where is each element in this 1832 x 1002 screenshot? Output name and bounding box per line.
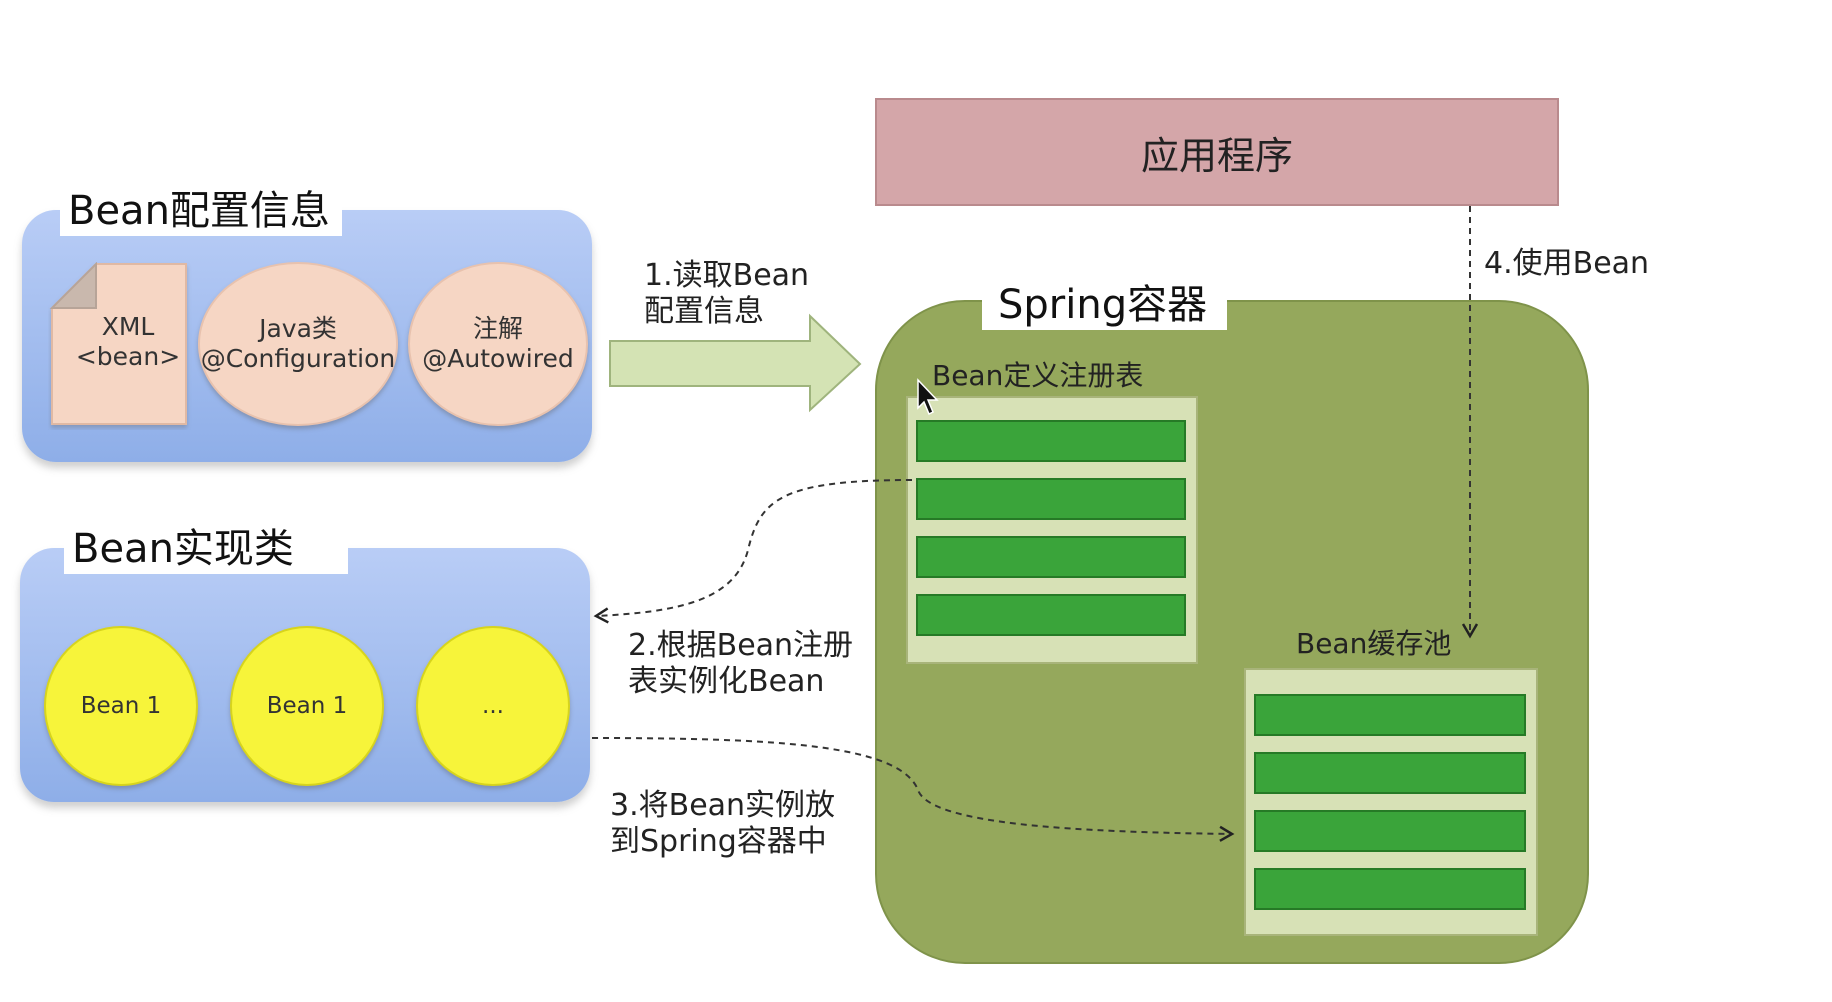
- bean-circle-more: ...: [416, 626, 570, 786]
- bean-definition-registry: [906, 396, 1198, 664]
- read-config-arrow: [609, 313, 862, 413]
- autowired-annotation: @Autowired: [422, 344, 574, 373]
- step1-line2: 配置信息: [644, 294, 764, 329]
- bean-config-panel-title: Bean配置信息: [60, 186, 342, 236]
- java-config-ellipse: Java类 @Configuration: [198, 262, 398, 426]
- step3-line2: 到Spring容器中: [610, 824, 827, 859]
- store-bean-arrow: [591, 737, 1235, 842]
- configuration-annotation: @Configuration: [200, 344, 396, 373]
- instantiate-arrow: [593, 479, 913, 624]
- spring-container-title: Spring容器: [982, 280, 1227, 330]
- annotation-ellipse: 注解 @Autowired: [408, 262, 588, 426]
- step3-line1: 3.将Bean实例放: [610, 788, 836, 823]
- xml-document-icon: [49, 262, 187, 425]
- step2-label: 2.根据Bean注册 表实例化Bean: [628, 628, 853, 700]
- bean-circle-more-label: ...: [482, 693, 504, 719]
- step4-label: 4.使用Bean: [1484, 246, 1650, 281]
- xml-document-text: XML <bean>: [68, 312, 188, 372]
- xml-bean-tag: <bean>: [75, 342, 181, 371]
- registry-entry: [916, 536, 1186, 578]
- cache-entry: [1254, 694, 1526, 736]
- annotation-label: 注解: [472, 314, 523, 343]
- step1-line1: 1.读取Bean: [644, 258, 810, 293]
- xml-label: XML: [101, 312, 155, 341]
- application-label: 应用程序: [1140, 133, 1293, 178]
- step3-label: 3.将Bean实例放 到Spring容器中: [610, 788, 835, 860]
- bean-cache-pool: [1244, 668, 1538, 936]
- mouse-cursor-icon: [917, 378, 939, 416]
- registry-entry: [916, 594, 1186, 636]
- bean-circle-2-label: Bean 1: [266, 693, 348, 719]
- bean-registry-title: Bean定义注册表: [932, 359, 1144, 392]
- cache-entry: [1254, 810, 1526, 852]
- cache-entry: [1254, 868, 1526, 910]
- bean-cache-title: Bean缓存池: [1296, 627, 1452, 660]
- java-class-label: Java类: [259, 314, 337, 343]
- cache-entry: [1254, 752, 1526, 794]
- bean-circle-1: Bean 1: [44, 626, 198, 786]
- step2-line2: 表实例化Bean: [628, 664, 825, 699]
- application-box: 应用程序: [875, 98, 1559, 206]
- bean-circle-1-label: Bean 1: [80, 693, 162, 719]
- registry-entry: [916, 420, 1186, 462]
- registry-entry: [916, 478, 1186, 520]
- step1-label: 1.读取Bean 配置信息: [644, 258, 809, 330]
- step2-line1: 2.根据Bean注册: [628, 628, 854, 663]
- bean-impl-panel-title: Bean实现类: [64, 524, 348, 574]
- bean-circle-2: Bean 1: [230, 626, 384, 786]
